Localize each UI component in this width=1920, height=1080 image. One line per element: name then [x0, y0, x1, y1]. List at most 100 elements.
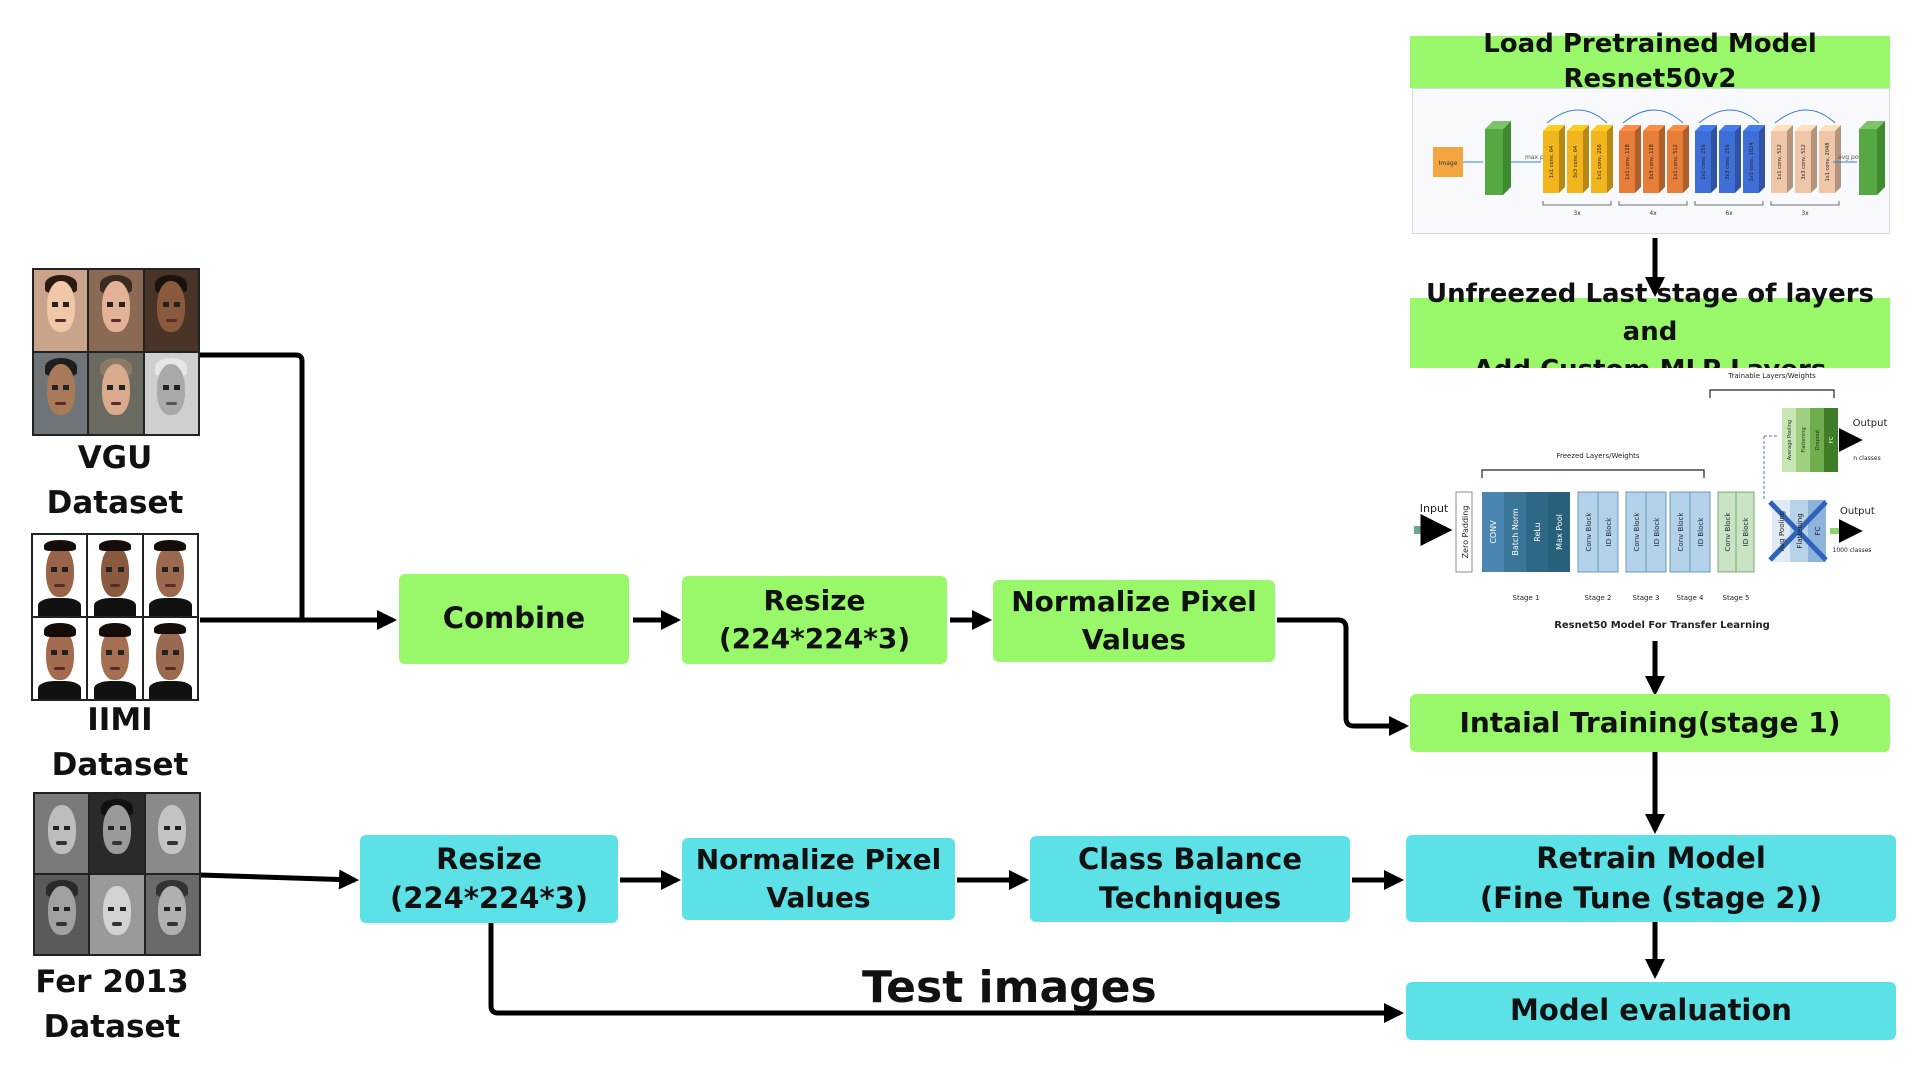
face-thumbnail	[89, 353, 143, 434]
crossed-block-label: Flattening	[1796, 513, 1804, 548]
skip-connection-arc	[1774, 109, 1836, 124]
fc-block	[1859, 121, 1885, 195]
face-thumbnail	[143, 618, 197, 699]
retrain-box: Retrain Model (Fine Tune (stage 2))	[1406, 835, 1896, 922]
load-pretrained-box: Load Pretrained Model Resnet50v2	[1410, 29, 1890, 94]
stage-repeat-label: 3x	[1573, 210, 1581, 217]
fer-dataset-label: Fer 2013 Dataset	[35, 964, 189, 1045]
transfer-learning-panel: Trainable Layers/Weights Output n classe…	[1412, 368, 1890, 640]
first-conv-block	[1485, 121, 1511, 195]
input-label: Input	[1420, 502, 1449, 515]
stage-block-label: ID Block	[1605, 517, 1613, 547]
resnet-layer-block: 1x1 conv, 256	[1591, 125, 1613, 193]
stage-block-label: Conv Block	[1585, 512, 1593, 552]
face-thumbnail	[34, 270, 88, 351]
stage-repeat-label: 3x	[1801, 210, 1809, 217]
resnet-layer-block: 3x3 conv, 256	[1719, 125, 1741, 193]
resnet-layer-label: 3x3 conv, 256	[1725, 144, 1731, 180]
face-thumbnail	[33, 535, 87, 616]
resnet-layer-block: 1x1 conv, 2048	[1819, 125, 1841, 193]
stage-label: Stage 4	[1677, 594, 1704, 602]
resnet-architecture-panel: Image max pool 1x1 conv, 64 3x3 conv, 64 1…	[1412, 88, 1890, 234]
stage-blocks	[1577, 491, 1755, 573]
resnet-layer-label: 1x1 conv, 512	[1673, 144, 1679, 180]
resnet-layer-label: 1x1 conv, 256	[1597, 144, 1603, 180]
arrow-test-images-to-evaluation	[488, 922, 1404, 1023]
face-thumbnail	[35, 794, 89, 873]
trainable-layers-title: Trainable Layers/Weights	[1727, 372, 1816, 380]
output-label-old: Output	[1840, 506, 1875, 517]
mlp-block-label: Flattening	[1801, 427, 1807, 452]
crossed-out-blocks	[1768, 500, 1828, 562]
stage-repeat-label: 4x	[1649, 210, 1657, 217]
evaluation-box: Model evaluation	[1406, 982, 1896, 1040]
avg-pool-label: avg pool	[1838, 154, 1864, 161]
resnet-layer-block: 3x3 conv, 64	[1567, 125, 1589, 193]
resnet-layer-block: 1x1 conv, 512	[1667, 125, 1689, 193]
skip-connection-arc	[1698, 109, 1760, 124]
stage-block-label: ID Block	[1697, 517, 1705, 547]
resnet-layer-block: 1x1 conv, 128	[1619, 125, 1641, 193]
skip-connection-arc	[1546, 109, 1608, 124]
face-thumbnail	[34, 353, 88, 434]
crossed-block-label: Avg Pooling	[1778, 511, 1786, 552]
iimi-face-grid	[31, 533, 199, 701]
vgu-dataset-label: VGU Dataset	[46, 440, 184, 521]
classes-1000-label: 1000 classes	[1833, 547, 1872, 554]
stage-block-label: Conv Block	[1633, 512, 1641, 552]
face-thumbnail	[145, 794, 199, 873]
face-thumbnail	[143, 535, 197, 616]
skip-connection-arc	[1622, 109, 1684, 124]
resnet-layer-label: 1x1 conv, 64	[1549, 146, 1555, 178]
stage-bracket	[1770, 201, 1840, 206]
stage-block-label: ID Block	[1653, 517, 1661, 547]
stage-bracket	[1618, 201, 1688, 206]
face-thumbnail	[88, 535, 142, 616]
normalize-box-top: Normalize Pixel Values	[993, 580, 1275, 662]
new-mlp-blocks	[1782, 408, 1838, 472]
face-thumbnail	[89, 270, 143, 351]
mlp-block-label: Dropout	[1815, 430, 1821, 450]
face-thumbnail	[144, 270, 198, 351]
crossed-block-label: FC	[1814, 526, 1822, 535]
initial-training-box: Intaial Training(stage 1)	[1410, 694, 1890, 752]
transfer-caption: Resnet50 Model For Transfer Learning	[1554, 620, 1770, 631]
stage1-block-label: Max Pool	[1555, 514, 1564, 550]
resnet-layer-block: 3x3 conv, 512	[1795, 125, 1817, 193]
mlp-block-label: Average Pooling	[1787, 420, 1793, 460]
stage1-blocks	[1482, 492, 1570, 572]
stage1-block-label: ReLu	[1533, 522, 1542, 542]
fer-face-grid	[33, 792, 201, 956]
resnet-layer-block: 1x1 conv, 512	[1771, 125, 1793, 193]
combine-box: Combine	[399, 574, 629, 664]
max-pool-label: max pool	[1525, 154, 1553, 161]
resnet-layer-label: 1x1 conv, 512	[1777, 144, 1783, 180]
stage-block-label: ID Block	[1742, 517, 1750, 547]
face-thumbnail	[144, 353, 198, 434]
zero-padding-label: Zero Padding	[1461, 506, 1470, 559]
image-input-label: Image	[1439, 160, 1458, 167]
resnet-layer-label: 3x3 conv, 512	[1801, 144, 1807, 180]
arrow-vgu-to-combine	[200, 352, 305, 620]
resnet-layer-label: 1x1 conv, 256	[1701, 144, 1707, 180]
face-thumbnail	[145, 875, 199, 954]
unfreeze-box: Unfreezed Last stage of layers and Add C…	[1410, 279, 1890, 385]
arrow-fer-to-resize	[199, 869, 359, 890]
resnet-layer-block: 1x1 conv, 64	[1543, 125, 1565, 193]
stage-repeat-label: 6x	[1725, 210, 1733, 217]
resnet-layer-block: 3x3 conv, 128	[1643, 125, 1665, 193]
stage-block-label: Conv Block	[1724, 512, 1732, 552]
face-thumbnail	[35, 875, 89, 954]
resnet-layer-label: 3x3 conv, 64	[1573, 146, 1579, 178]
zero-padding-block	[1455, 491, 1473, 573]
face-thumbnail	[88, 618, 142, 699]
resnet-layer-label: 1x1 conv, 128	[1625, 144, 1631, 180]
stage1-block-label: CONV	[1489, 520, 1498, 544]
stage1-block-label: Batch Norm	[1511, 508, 1520, 556]
arrow-normalize-to-initial-training	[1277, 617, 1409, 736]
normalize-box-bottom: Normalize Pixel Values	[682, 838, 955, 920]
stage-label: Stage 1	[1513, 594, 1540, 602]
face-thumbnail	[33, 618, 87, 699]
